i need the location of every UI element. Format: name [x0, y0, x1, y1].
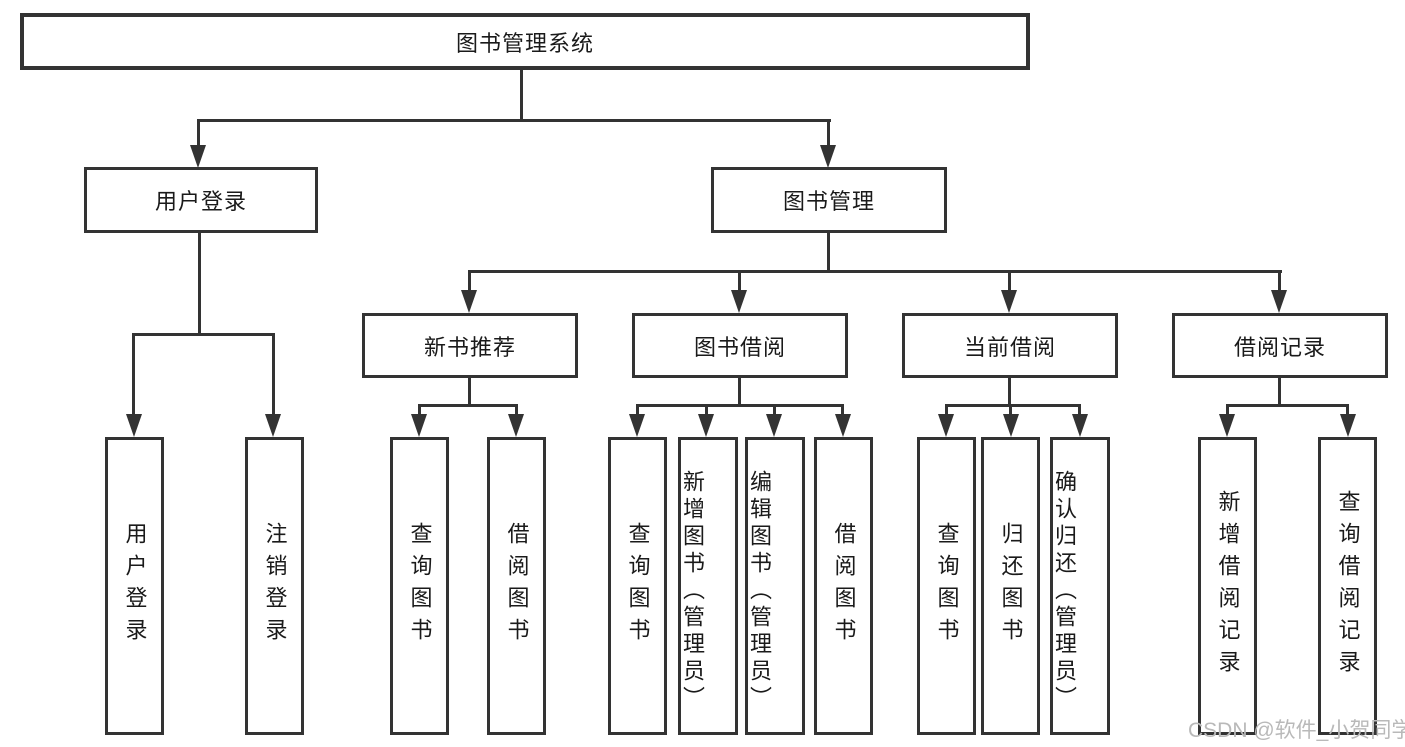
leaf-return-books: 归还图书	[981, 437, 1040, 735]
leaf-query-borrow-record: 查询借阅记录	[1318, 437, 1377, 735]
node-label: 用户登录	[154, 189, 247, 214]
connector-line	[272, 333, 275, 417]
connector-line	[827, 119, 830, 149]
leaf-label: 查询图书	[625, 522, 651, 650]
connector-line	[515, 404, 518, 417]
connector-line	[1226, 404, 1349, 407]
connector-line	[738, 270, 741, 292]
connector-line	[520, 70, 523, 121]
connector-line	[197, 119, 831, 122]
arrow-down-icon	[820, 145, 836, 168]
leaf-query-books-recommend: 查询图书	[390, 437, 449, 735]
connector-line	[1278, 270, 1281, 292]
arrow-down-icon	[126, 414, 142, 437]
leaf-label: 查询图书	[934, 522, 960, 650]
node-library-management-system: 图书管理系统	[20, 13, 1030, 70]
node-book-borrowing: 图书借阅	[632, 313, 848, 378]
connector-line	[1346, 404, 1349, 417]
connector-line	[1009, 404, 1012, 417]
leaf-label: 借阅图书	[504, 522, 530, 650]
node-label: 借阅记录	[1233, 334, 1326, 360]
node-user-login: 用户登录	[84, 167, 318, 233]
connector-line	[945, 404, 948, 417]
leaf-add-books-admin: 新增图书（管理员）	[678, 437, 738, 735]
leaf-label: 用户登录	[122, 522, 148, 650]
leaf-label: 编辑图书（管理员）	[747, 469, 772, 713]
connector-line	[468, 378, 471, 407]
arrow-down-icon	[835, 414, 851, 437]
connector-line	[738, 378, 741, 407]
connector-line	[827, 233, 830, 273]
leaf-label: 查询图书	[407, 522, 433, 650]
leaf-query-books-borrowing: 查询图书	[608, 437, 667, 735]
arrow-down-icon	[461, 290, 477, 313]
arrow-down-icon	[1003, 414, 1019, 437]
connector-line	[705, 404, 708, 417]
connector-line	[198, 233, 201, 336]
connector-line	[636, 404, 844, 407]
leaf-label: 归还图书	[998, 522, 1024, 650]
connector-line	[1078, 404, 1081, 417]
node-label: 图书管理系统	[455, 30, 594, 56]
arrow-down-icon	[411, 414, 427, 437]
connector-line	[132, 333, 275, 336]
arrow-down-icon	[1271, 290, 1287, 313]
leaf-borrow-books: 借阅图书	[814, 437, 873, 735]
arrow-down-icon	[1001, 290, 1017, 313]
node-borrowing-records: 借阅记录	[1172, 313, 1388, 378]
leaf-user-login: 用户登录	[105, 437, 164, 735]
node-label: 图书借阅	[693, 334, 786, 360]
leaf-label: 借阅图书	[831, 522, 857, 650]
node-label: 新书推荐	[423, 334, 516, 360]
arrow-down-icon	[1072, 414, 1088, 437]
leaf-add-borrow-record: 新增借阅记录	[1198, 437, 1257, 735]
arrow-down-icon	[190, 145, 206, 168]
node-current-borrowing: 当前借阅	[902, 313, 1118, 378]
connector-line	[468, 270, 1282, 273]
connector-line	[418, 404, 421, 417]
connector-line	[841, 404, 844, 417]
leaf-borrow-books-recommend: 借阅图书	[487, 437, 546, 735]
leaf-edit-books-admin: 编辑图书（管理员）	[745, 437, 805, 735]
connector-line	[773, 404, 776, 417]
arrow-down-icon	[265, 414, 281, 437]
connector-line	[1278, 378, 1281, 407]
leaf-query-books-current: 查询图书	[917, 437, 976, 735]
csdn-watermark: CSDN @软件_小贺同学	[1188, 719, 1405, 742]
leaf-label: 新增图书（管理员）	[680, 469, 705, 713]
arrow-down-icon	[508, 414, 524, 437]
arrow-down-icon	[629, 414, 645, 437]
connector-line	[197, 119, 200, 149]
arrow-down-icon	[731, 290, 747, 313]
connector-line	[468, 270, 471, 292]
connector-line	[1008, 378, 1011, 407]
leaf-label: 新增借阅记录	[1215, 490, 1241, 682]
connector-line	[1008, 270, 1011, 292]
leaf-label: 注销登录	[262, 522, 288, 650]
arrow-down-icon	[698, 414, 714, 437]
node-book-management: 图书管理	[711, 167, 947, 233]
leaf-label: 查询借阅记录	[1335, 490, 1361, 682]
arrow-down-icon	[938, 414, 954, 437]
node-new-book-recommend: 新书推荐	[362, 313, 578, 378]
connector-line	[418, 404, 518, 407]
arrow-down-icon	[1340, 414, 1356, 437]
arrow-down-icon	[766, 414, 782, 437]
node-label: 图书管理	[782, 189, 875, 214]
leaf-confirm-return-admin: 确认归还（管理员）	[1050, 437, 1110, 735]
connector-line	[945, 404, 1081, 407]
leaf-logout: 注销登录	[245, 437, 304, 735]
arrow-down-icon	[1219, 414, 1235, 437]
connector-line	[1226, 404, 1229, 417]
connector-line	[132, 333, 135, 417]
node-label: 当前借阅	[963, 334, 1056, 360]
leaf-label: 确认归还（管理员）	[1052, 469, 1077, 713]
connector-line	[636, 404, 639, 417]
